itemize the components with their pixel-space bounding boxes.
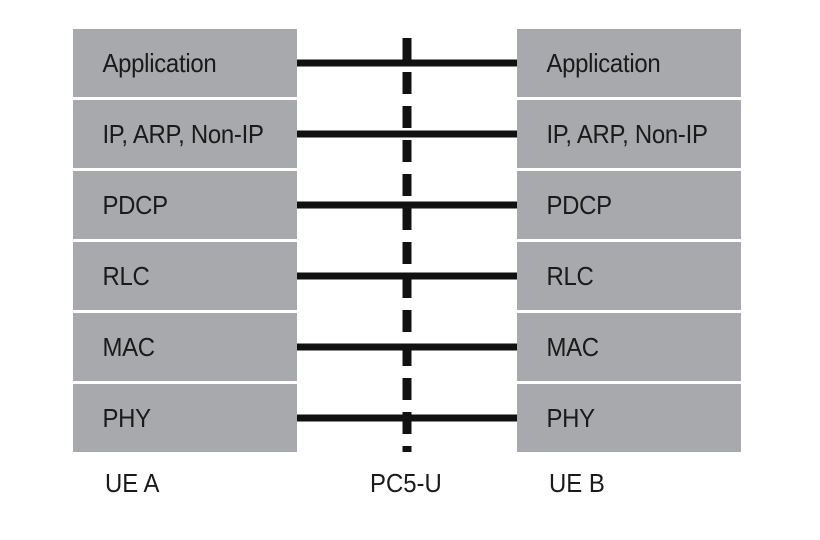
ue-a-layer-box-application <box>73 29 297 97</box>
ue-a-layer-rlc: RLC <box>102 260 150 291</box>
ue-a-layer-ip: IP, ARP, Non-IP <box>102 118 264 149</box>
ue-a-layer-box-mac <box>73 313 297 381</box>
ue-a-layer-application: Application <box>102 47 217 78</box>
ue-a-layer-box-pdcp <box>73 171 297 239</box>
ue-b-layer-rlc: RLC <box>546 260 594 291</box>
ue-b-layer-box-pdcp <box>517 171 741 239</box>
ue-a-label: UE A <box>105 468 160 498</box>
ue-a-layer-box-rlc <box>73 242 297 310</box>
ue-a-layer-phy: PHY <box>102 402 151 433</box>
ue-b-layer-phy: PHY <box>546 402 595 433</box>
ue-b-layer-box-application <box>517 29 741 97</box>
ue-b-layer-box-ip <box>517 100 741 168</box>
ue-b-layer-box-phy <box>517 384 741 452</box>
interface-label: PC5-U <box>370 468 442 498</box>
ue-b-layer-box-rlc <box>517 242 741 310</box>
ue-b-layer-mac: MAC <box>546 331 599 362</box>
ue-b-layer-pdcp: PDCP <box>546 189 612 220</box>
ue-b-layer-application: Application <box>546 47 661 78</box>
ue-a-layer-box-ip <box>73 100 297 168</box>
ue-a-layer-box-phy <box>73 384 297 452</box>
ue-b-label: UE B <box>549 468 605 498</box>
ue-a-layer-pdcp: PDCP <box>102 189 168 220</box>
ue-a-layer-mac: MAC <box>102 331 155 362</box>
ue-b-layer-box-mac <box>517 313 741 381</box>
ue-b-layer-ip: IP, ARP, Non-IP <box>546 118 708 149</box>
